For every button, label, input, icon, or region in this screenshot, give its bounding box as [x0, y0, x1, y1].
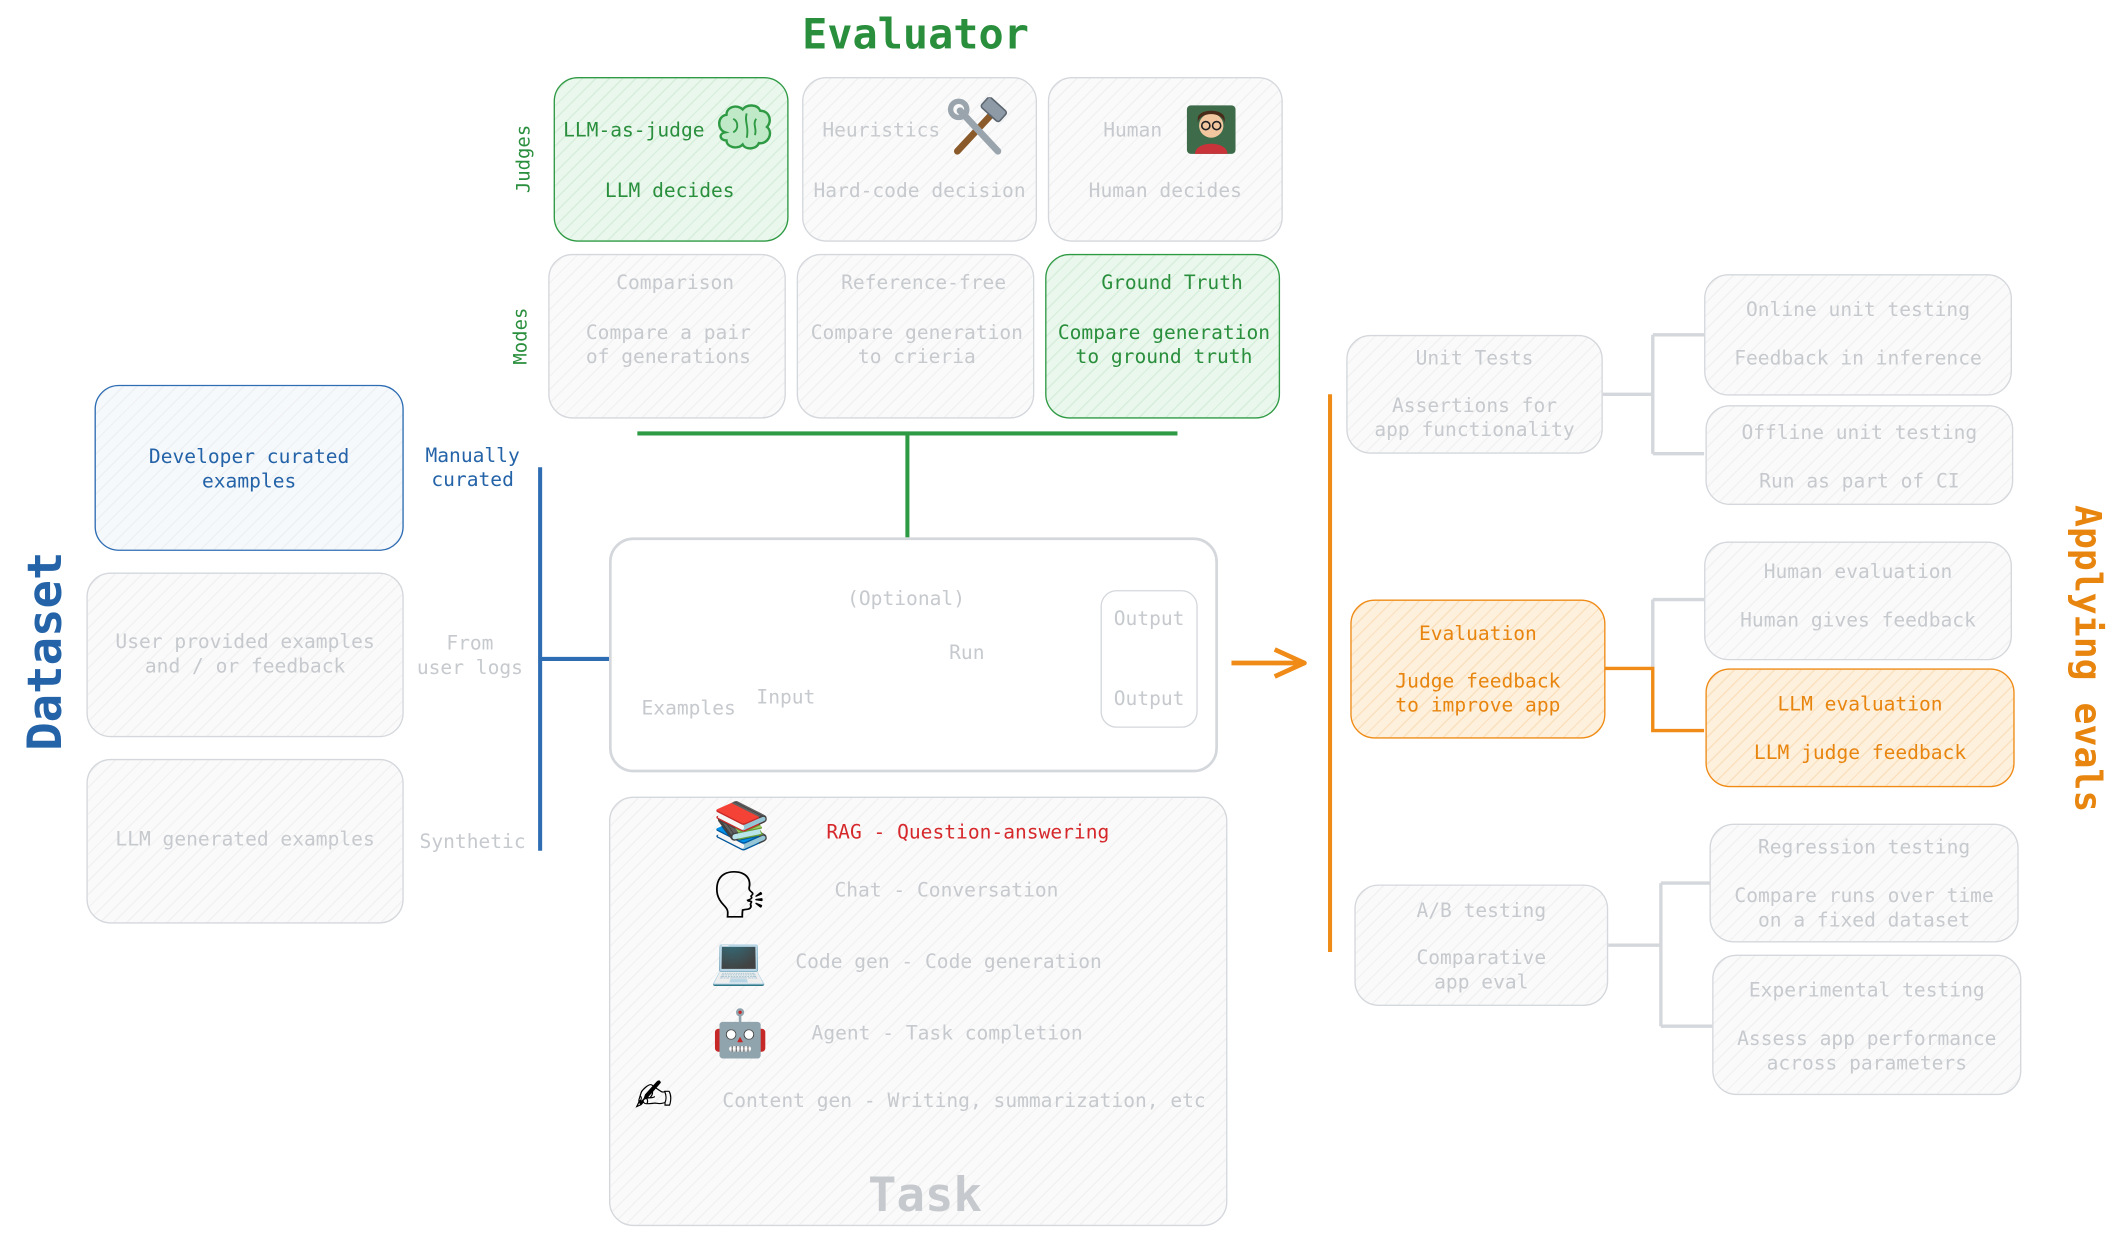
task-box: [608, 796, 1228, 1227]
applying-card-ab-testing: A/B testing Comparative app eval: [1354, 884, 1609, 1006]
evaluation-bracket-orange: [1605, 666, 1705, 733]
examples-label: Examples: [641, 698, 736, 720]
child-desc: Human gives feedback: [1740, 610, 1976, 632]
judge-card-heuristics: Heuristics Hard-code decision: [802, 76, 1038, 242]
child-desc: Compare runs over time on a fixed datase…: [1734, 885, 1994, 932]
judge-name: LLM-as-judge: [563, 120, 705, 142]
child-name: Regression testing: [1757, 837, 1971, 859]
evaluation-bracket-grey: [1651, 597, 1705, 669]
task-item-rag: RAG - Question-answering: [826, 822, 1110, 844]
writing-hand-icon: ✍: [634, 1069, 674, 1124]
hammer-wrench-icon: [947, 97, 1008, 155]
applying-card-unit-tests: Unit Tests Assertions for app functional…: [1346, 334, 1603, 454]
output-box: Output Output: [1100, 590, 1198, 728]
applying-child-regression: Regression testing Compare runs over tim…: [1709, 823, 2019, 943]
applying-child-llm-eval: LLM evaluation LLM judge feedback: [1705, 668, 2015, 788]
mode-desc: Compare generation to crieria: [810, 322, 1023, 369]
mode-desc: Compare a pair of generations: [585, 322, 751, 369]
speaking-head-icon: 🗣: [710, 868, 769, 923]
child-name: Experimental testing: [1748, 980, 1985, 1002]
laptop-icon: 💻: [710, 934, 768, 989]
applying-title: Applying evals: [2065, 505, 2108, 813]
child-name: Online unit testing: [1746, 299, 1971, 322]
applying-name: A/B testing: [1416, 900, 1547, 923]
judge-name: Heuristics: [822, 120, 941, 142]
modes-label: Modes: [510, 307, 533, 365]
brain-icon: [717, 104, 772, 150]
applying-desc: Judge feedback to improve app: [1395, 671, 1561, 718]
mode-card-comparison: Comparison Compare a pair of generations: [548, 253, 786, 419]
robot-icon: 🤖: [711, 1007, 769, 1062]
judge-desc: Human decides: [1088, 180, 1242, 203]
task-item-chat: Chat - Conversation: [834, 880, 1059, 903]
mode-name: Ground Truth: [1101, 272, 1243, 295]
dataset-label-manual: Manually curated: [425, 445, 520, 492]
judges-label: Judges: [513, 124, 535, 194]
dataset-title: Dataset: [18, 551, 73, 751]
child-desc: Assess app performance across parameters: [1737, 1028, 1997, 1075]
applying-name: Unit Tests: [1415, 348, 1534, 370]
unit-tests-bracket: [1602, 333, 1705, 456]
teacher-icon: [1186, 105, 1236, 154]
applying-arrow-head: [1273, 647, 1307, 679]
applying-card-evaluation: Evaluation Judge feedback to improve app: [1350, 599, 1606, 739]
applying-child-human-eval: Human evaluation Human gives feedback: [1704, 541, 2012, 661]
dataset-card-developer: Developer curated examples: [94, 384, 404, 551]
mode-name: Reference-free: [841, 272, 1007, 295]
task-item-content: Content gen - Writing, summarization, et…: [722, 1091, 1206, 1113]
applying-name: Evaluation: [1418, 623, 1537, 646]
child-desc: Feedback in inference: [1734, 348, 1982, 370]
evaluator-title: Evaluator: [802, 10, 1029, 60]
child-name: Human evaluation: [1763, 561, 1953, 584]
run-label: Run: [949, 642, 985, 665]
dataset-card-user: User provided examples and / or feedback: [86, 572, 404, 738]
dataset-source-text: LLM generated examples: [115, 829, 375, 851]
mode-name: Comparison: [616, 272, 735, 295]
dataset-label-user-logs: From user logs: [416, 633, 523, 680]
applying-child-offline-unit: Offline unit testing Run as part of CI: [1705, 405, 2014, 506]
task-title: Task: [868, 1169, 982, 1224]
task-item-code: Code gen - Code generation: [795, 951, 1102, 974]
child-desc: LLM judge feedback: [1753, 742, 1967, 765]
mode-card-ground-truth: Ground Truth Compare generation to groun…: [1045, 253, 1281, 419]
dataset-source-text: User provided examples and / or feedback: [115, 631, 375, 678]
child-name: LLM evaluation: [1777, 694, 1943, 716]
judge-name: Human: [1103, 120, 1163, 142]
task-item-agent: Agent - Task completion: [811, 1023, 1083, 1046]
applying-desc: Comparative app eval: [1416, 947, 1547, 994]
input-label: Input: [756, 687, 816, 709]
applying-child-online-unit: Online unit testing Feedback in inferenc…: [1704, 274, 2012, 396]
ab-testing-bracket: [1608, 881, 1713, 1028]
output-label-top: Output: [1113, 608, 1185, 631]
judge-card-human: Human Human decides: [1047, 76, 1283, 242]
applying-desc: Assertions for app functionality: [1374, 395, 1575, 442]
dataset-label-synthetic: Synthetic: [419, 831, 526, 854]
output-label-bottom: Output: [1113, 688, 1185, 711]
judge-desc: LLM decides: [604, 180, 735, 203]
child-desc: Run as part of CI: [1759, 471, 1960, 493]
applying-child-experimental: Experimental testing Assess app performa…: [1712, 954, 2022, 1096]
optional-label: (Optional): [847, 588, 966, 611]
books-icon: 📚: [712, 799, 771, 854]
mode-card-reference-free: Reference-free Compare generation to cri…: [796, 253, 1035, 419]
pipeline-box: [608, 537, 1218, 773]
judge-card-llm: LLM-as-judge LLM decides: [553, 76, 789, 242]
child-name: Offline unit testing: [1741, 422, 1978, 445]
dataset-source-text: Developer curated examples: [148, 446, 350, 493]
mode-desc: Compare generation to ground truth: [1057, 322, 1271, 369]
dataset-card-synthetic: LLM generated examples: [86, 758, 404, 924]
judge-desc: Hard-code decision: [813, 180, 1026, 203]
